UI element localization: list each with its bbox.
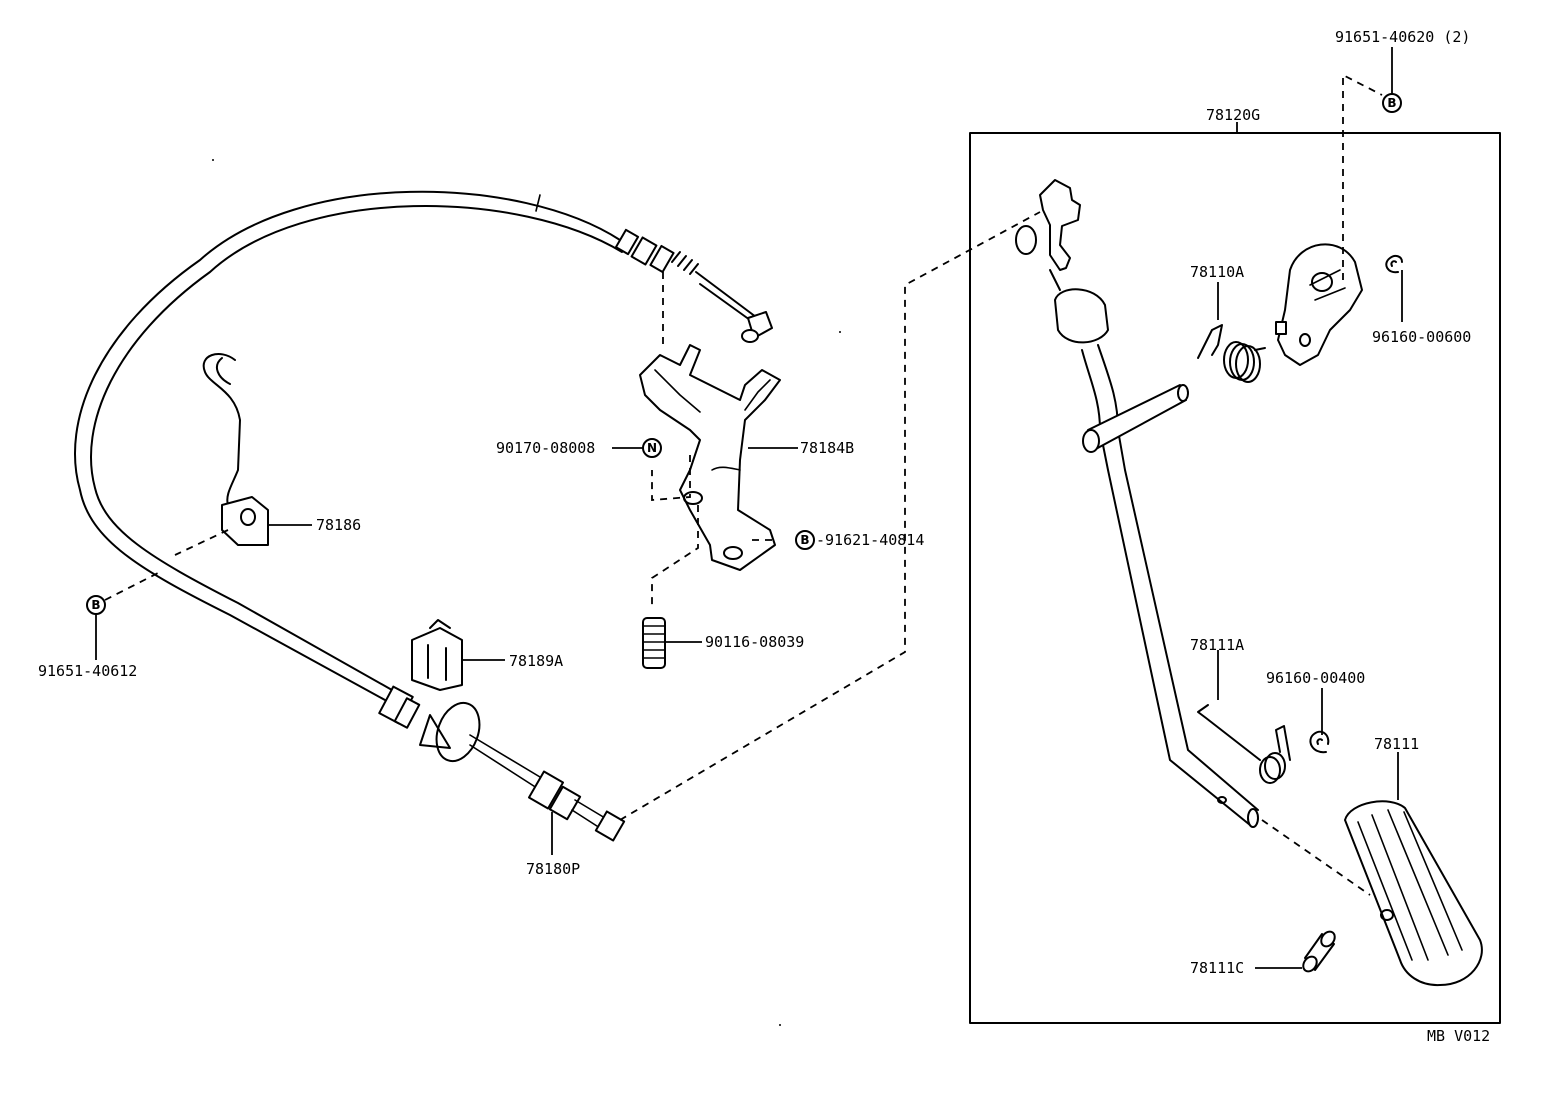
label-78186: 78186 [316, 516, 361, 534]
leader-lines [95, 47, 1403, 969]
spring-78110A [1197, 324, 1266, 383]
symbol-b-bracket: B [795, 530, 815, 550]
pin-78111C [1302, 930, 1336, 973]
label-78111A: 78111A [1190, 636, 1244, 654]
symbol-b-left: B [86, 595, 106, 615]
symbol-n-text: N [647, 441, 657, 455]
symbol-b-top-text: B [1387, 96, 1396, 110]
eclip-96160-00600 [1385, 254, 1403, 274]
label-96160-00400: 96160-00400 [1266, 669, 1365, 687]
eclip-96160-00400 [1309, 730, 1330, 754]
spring-78111A [1197, 704, 1291, 784]
accelerator-pedal-arm [1015, 179, 1259, 828]
clip-78189A [411, 619, 463, 691]
label-91621-40814: -91621-40814 [816, 531, 924, 549]
bracket-78184B [639, 344, 781, 571]
relation-lines [104, 73, 1383, 896]
label-91651-40612: 91651-40612 [38, 662, 137, 680]
assembly-78120G-frame [969, 122, 1501, 1024]
throttle-cable [74, 190, 773, 842]
label-78111C: 78111C [1190, 959, 1244, 977]
symbol-b-bracket-text: B [800, 533, 809, 547]
pedal-pad-78111 [1344, 800, 1483, 987]
label-90170-08008: 90170-08008 [496, 439, 595, 457]
pedal-lever-cam [1275, 243, 1363, 366]
label-91651-40620: 91651-40620 (2) [1335, 28, 1470, 46]
label-78120G: 78120G [1206, 106, 1260, 124]
label-96160-00600: 96160-00600 [1372, 328, 1471, 346]
symbol-b-left-text: B [91, 598, 100, 612]
scan-specks [212, 159, 841, 1026]
symbol-n: N [642, 438, 662, 458]
symbol-b-top: B [1382, 93, 1402, 113]
diagram-code: MB V012 [1427, 1027, 1490, 1045]
label-78189A: 78189A [509, 652, 563, 670]
label-90116-08039: 90116-08039 [705, 633, 804, 651]
label-78180P: 78180P [526, 860, 580, 878]
clamp-78186 [202, 353, 269, 546]
stud-90116-08039 [642, 617, 666, 669]
label-78110A: 78110A [1190, 263, 1244, 281]
label-78111: 78111 [1374, 735, 1419, 753]
label-78184B: 78184B [800, 439, 854, 457]
